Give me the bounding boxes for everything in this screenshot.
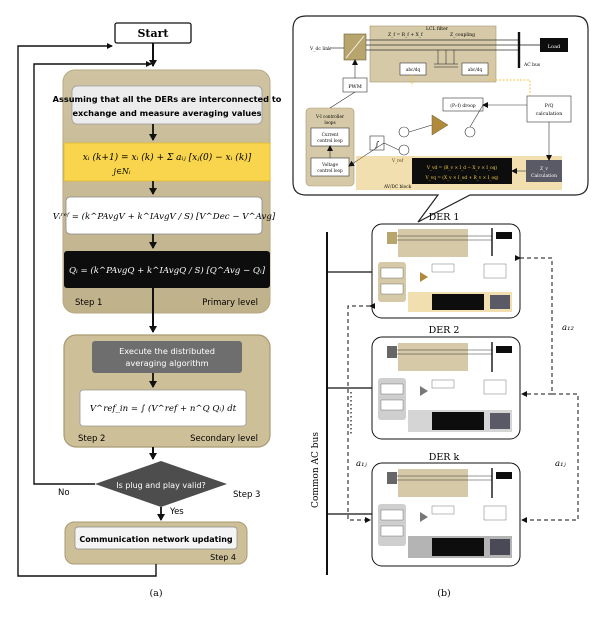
caption-a: (a) bbox=[149, 588, 162, 599]
summer-2 bbox=[398, 144, 410, 156]
summer-1 bbox=[398, 126, 410, 138]
pq-calc-line2: calculation bbox=[536, 111, 563, 117]
assumption-box bbox=[71, 85, 263, 125]
assumption-line1: Assuming that all the DERs are interconn… bbox=[53, 94, 282, 104]
current-loop-box bbox=[310, 127, 350, 147]
no-feedback-line bbox=[33, 61, 152, 485]
pq-calc-box bbox=[526, 95, 572, 123]
voltage-equation: Vᵢʳᵉᶠ = (k^PAvgV + k^IAvgV / S) [V^Dec −… bbox=[53, 211, 276, 222]
voltage-loop-box bbox=[310, 157, 350, 177]
common-ac-bus-label: Common AC bus bbox=[311, 432, 321, 508]
voltage-equation-box bbox=[65, 196, 263, 235]
vref-label: V_ref bbox=[391, 158, 404, 163]
voltage-loop-line1: Voltage bbox=[321, 162, 338, 167]
voltage-loop-line2: control loop bbox=[317, 168, 343, 173]
derk-block bbox=[371, 462, 521, 567]
vi-controller-line1: V-I controller bbox=[315, 114, 344, 119]
vi-controller-line2: loops bbox=[324, 120, 335, 125]
distributed-line2: averaging algorithm bbox=[125, 358, 208, 368]
summer-3 bbox=[464, 126, 476, 138]
step4-loop-line bbox=[17, 43, 157, 577]
reactive-equation: Qᵢ = (k^PAvgQ + k^IAvgQ / S) [Q^Avg − Qᵢ… bbox=[69, 265, 266, 276]
integral-equation: V^ref_in = ∫ (V^ref + n^Q Qᵢ) dt bbox=[90, 403, 237, 414]
avdc-eq-q: V_vq = (X_v × I_od + R_v × I_oq) bbox=[425, 176, 499, 181]
a1j-right-label: a₁ⱼ bbox=[555, 459, 566, 469]
zcoupling-label: Z_coupling bbox=[450, 32, 475, 38]
consensus-equation-sub: j∈Nᵢ bbox=[111, 167, 130, 176]
avdc-label: AV/DC block bbox=[383, 185, 412, 190]
secondary-level-label: Secondary level bbox=[190, 434, 258, 444]
current-loop-line1: Current bbox=[322, 132, 339, 137]
communication-label: Communication network updating bbox=[79, 535, 233, 544]
link-a1j-right bbox=[521, 393, 579, 523]
zv-calc-box bbox=[526, 160, 562, 182]
plug-play-decision bbox=[95, 461, 227, 507]
reactive-equation-box bbox=[64, 251, 270, 288]
yes-label: Yes bbox=[169, 507, 184, 517]
abc-dq-box-1 bbox=[399, 62, 427, 76]
integrator-label: ∫ bbox=[375, 140, 380, 149]
der2-block bbox=[371, 336, 521, 440]
flowchart-a: Start Assuming that all the DERs are int… bbox=[17, 22, 282, 599]
primary-level-label: Primary level bbox=[202, 298, 258, 308]
link-a1j-left bbox=[347, 303, 375, 523]
abc-dq-label-2: abc/dq bbox=[468, 67, 483, 72]
current-loop-line2: control loop bbox=[317, 138, 343, 143]
consensus-equation-box bbox=[63, 142, 271, 182]
step1-label: Step 1 bbox=[75, 298, 102, 308]
abc-dq-box-2 bbox=[461, 62, 489, 76]
pwm-label: PWM bbox=[348, 84, 362, 90]
avdc-eq-box bbox=[412, 158, 512, 184]
droop-label: (Pᵢ-f) droop bbox=[450, 102, 476, 109]
distributed-line1: Execute the distributed bbox=[119, 346, 215, 356]
link-a12 bbox=[515, 255, 553, 397]
no-label: No bbox=[58, 488, 70, 498]
zv-calc-line1: Z_v bbox=[540, 166, 548, 172]
derk-label: DER k bbox=[429, 452, 460, 463]
step4-label: Step 4 bbox=[210, 553, 236, 562]
diagram-b: V_dc link Z_f = R_f + X_f Z_coupling LCL… bbox=[292, 15, 589, 599]
distributed-box bbox=[92, 341, 242, 373]
lcl-label: LCL filter bbox=[426, 26, 449, 32]
ac-bus-label: AC bus bbox=[523, 62, 541, 68]
abc-dq-label-1: abc/dq bbox=[406, 67, 421, 72]
pq-calc-line1: P/Q bbox=[545, 103, 554, 109]
step3-label: Step 3 bbox=[233, 490, 260, 500]
avdc-eq-d: V_vd = (R_v × I_d − X_v × I_oq) bbox=[426, 166, 498, 171]
load-label: Load bbox=[548, 44, 561, 50]
assumption-line2: exchange and measure averaging values bbox=[72, 108, 261, 118]
vdc-link-label: V_dc link bbox=[309, 46, 331, 52]
consensus-equation: xᵢ (k+1) = xᵢ (k) + Σ aᵢⱼ [xⱼ(0) − xᵢ (k… bbox=[83, 152, 252, 163]
integral-equation-box bbox=[79, 389, 247, 427]
der1-label: DER 1 bbox=[429, 212, 460, 223]
zv-calc-line2: Calculation bbox=[531, 173, 557, 179]
step2-label: Step 2 bbox=[78, 434, 105, 444]
der1-block bbox=[371, 223, 521, 319]
zf-label: Z_f = R_f + X_f bbox=[388, 32, 423, 38]
load-box bbox=[540, 38, 568, 52]
der2-label: DER 2 bbox=[429, 325, 460, 336]
caption-b: (b) bbox=[437, 588, 451, 599]
a12-label: a₁₂ bbox=[562, 323, 574, 333]
decision-label: Is plug and play valid? bbox=[116, 481, 206, 490]
communication-box bbox=[74, 526, 238, 550]
a1j-left-label: a₁ⱼ bbox=[356, 459, 367, 469]
start-label: Start bbox=[137, 27, 169, 40]
